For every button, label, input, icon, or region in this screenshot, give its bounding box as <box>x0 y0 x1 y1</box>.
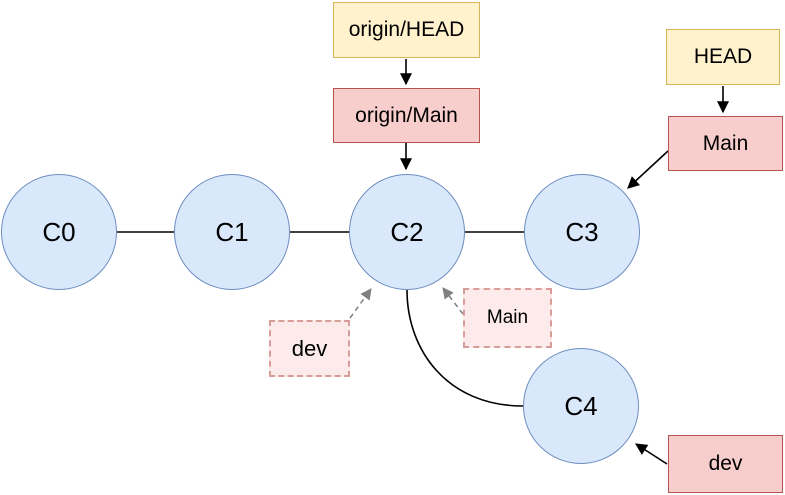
commit-node-c4: C4 <box>523 348 639 464</box>
tag-head: HEAD <box>666 29 780 85</box>
tag-origin-main: origin/Main <box>333 88 480 143</box>
arrow-dev-to-c4 <box>634 443 668 465</box>
tag-label: Main <box>702 131 749 155</box>
commit-label: C1 <box>215 216 249 247</box>
commit-node-c2: C2 <box>349 174 465 290</box>
tag-origin-head: origin/HEAD <box>333 2 480 58</box>
tag-label: origin/Main <box>355 103 458 127</box>
tag-label: dev <box>708 452 743 475</box>
tag-label: Main <box>486 307 529 328</box>
commit-label: C4 <box>564 390 598 421</box>
commit-label: C2 <box>390 216 424 247</box>
tag-label: HEAD <box>693 45 753 68</box>
tag-label: origin/HEAD <box>348 18 465 41</box>
tag-main: Main <box>668 116 783 171</box>
commit-label: C3 <box>565 216 599 247</box>
dashed-arrow-ghost-main-to-c2 <box>442 287 464 315</box>
tag-label: dev <box>291 335 328 361</box>
dashed-arrow-ghost-dev-to-c2 <box>349 288 372 319</box>
tag-ghost-dev: dev <box>269 320 350 377</box>
tag-dev: dev <box>668 435 783 493</box>
commit-node-c1: C1 <box>174 174 290 290</box>
tag-ghost-main: Main <box>463 288 552 348</box>
commit-node-c3: C3 <box>524 174 640 290</box>
commit-node-c0: C0 <box>1 174 117 290</box>
arrow-main-to-c3 <box>627 150 669 189</box>
commit-label: C0 <box>42 216 76 247</box>
edge-c2-c4-curve <box>406 289 524 407</box>
